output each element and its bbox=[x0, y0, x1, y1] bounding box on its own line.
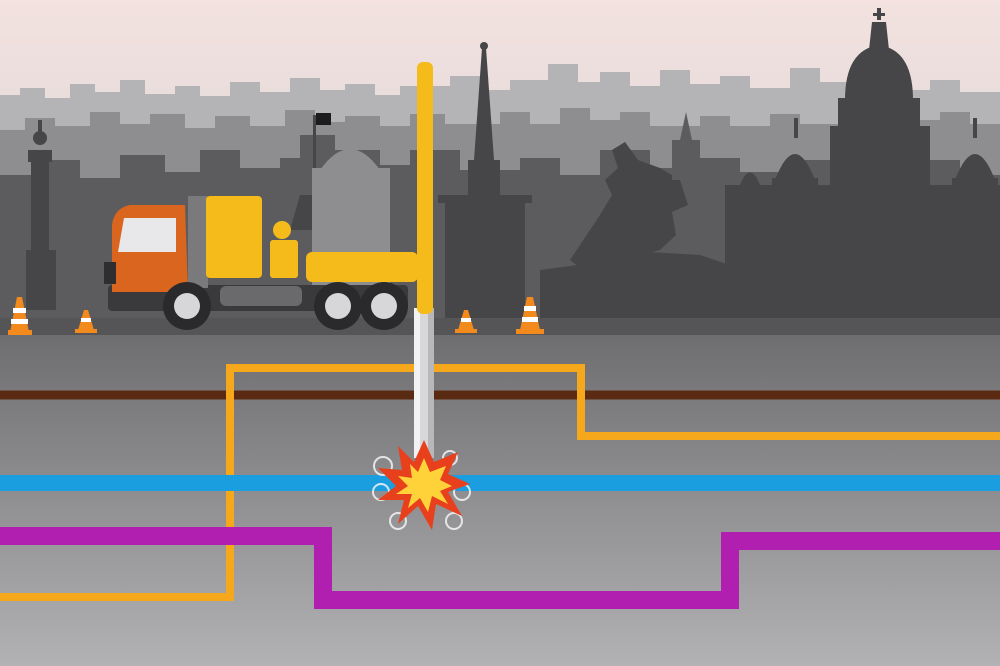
small-tower bbox=[672, 112, 700, 180]
drill-mast bbox=[417, 62, 433, 314]
road-surface bbox=[0, 318, 1000, 336]
traffic-cone-icon bbox=[75, 310, 97, 333]
drill-rod bbox=[414, 308, 434, 458]
orange-pipe bbox=[0, 364, 1000, 601]
traffic-cone-icon bbox=[455, 310, 477, 333]
admiralty-spire bbox=[438, 42, 532, 338]
drilling-truck-icon bbox=[104, 196, 418, 330]
magenta-pipe bbox=[0, 527, 1000, 609]
cathedral bbox=[725, 8, 1000, 340]
traffic-cone-icon bbox=[516, 297, 544, 334]
ground bbox=[0, 335, 1000, 666]
column-monument bbox=[26, 120, 56, 310]
explosion-icon bbox=[372, 440, 471, 530]
traffic-cone-icon bbox=[8, 297, 32, 335]
